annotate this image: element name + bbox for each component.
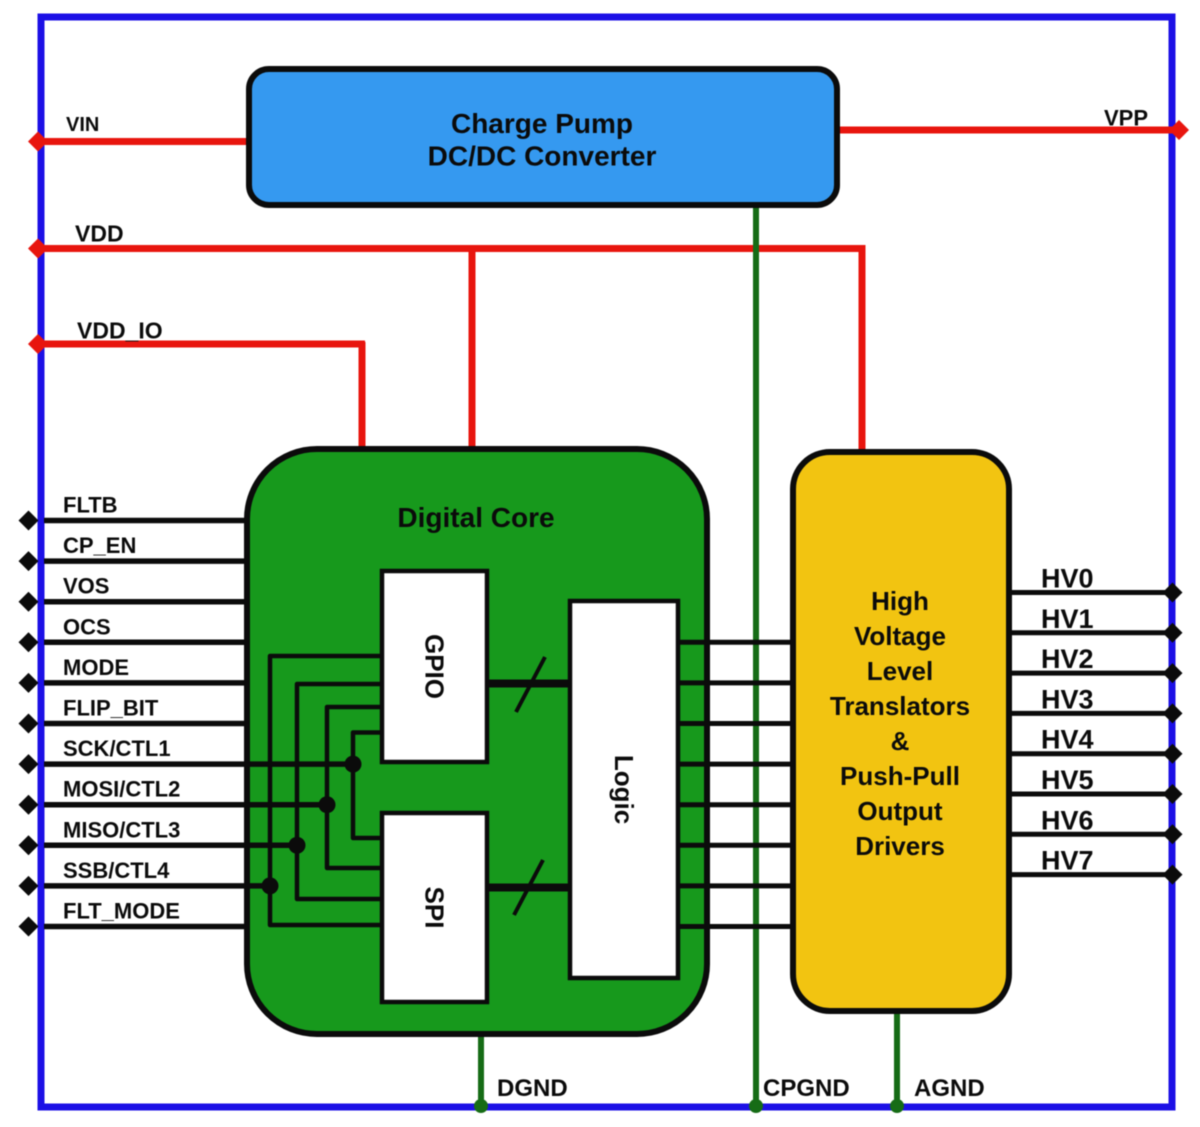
svg-text:FLTB: FLTB [63, 493, 118, 518]
svg-text:HV7: HV7 [1041, 846, 1094, 876]
svg-text:VIN: VIN [66, 114, 99, 136]
svg-text:DC/DC Converter: DC/DC Converter [428, 141, 657, 172]
svg-text:Translators: Translators [830, 691, 970, 721]
svg-text:Level: Level [867, 656, 934, 686]
svg-text:OCS: OCS [63, 614, 111, 639]
svg-text:CP_EN: CP_EN [63, 533, 136, 558]
svg-text:HV5: HV5 [1041, 765, 1094, 795]
svg-text:FLT_MODE: FLT_MODE [63, 899, 180, 924]
svg-text:MOSI/CTL2: MOSI/CTL2 [63, 777, 180, 802]
svg-text:&: & [891, 726, 910, 756]
svg-text:SPI: SPI [420, 887, 450, 929]
svg-text:CPGND: CPGND [763, 1075, 850, 1102]
svg-text:MODE: MODE [63, 655, 129, 680]
svg-text:DGND: DGND [497, 1075, 568, 1102]
svg-text:FLIP_BIT: FLIP_BIT [63, 696, 159, 721]
svg-text:VOS: VOS [63, 574, 109, 599]
svg-text:HV3: HV3 [1041, 684, 1094, 714]
svg-text:GPIO: GPIO [420, 634, 450, 699]
svg-text:VDD: VDD [75, 221, 124, 247]
svg-text:VPP: VPP [1104, 106, 1148, 131]
svg-text:HV4: HV4 [1041, 725, 1094, 755]
svg-text:HV0: HV0 [1041, 564, 1094, 594]
svg-text:HV2: HV2 [1041, 644, 1094, 674]
svg-text:SCK/CTL1: SCK/CTL1 [63, 736, 171, 761]
svg-text:Charge Pump: Charge Pump [451, 108, 633, 139]
svg-text:HV1: HV1 [1041, 604, 1094, 634]
svg-text:AGND: AGND [914, 1075, 985, 1102]
svg-text:Voltage: Voltage [854, 621, 946, 651]
svg-text:Push-Pull: Push-Pull [840, 761, 960, 791]
svg-text:MISO/CTL3: MISO/CTL3 [63, 817, 180, 842]
svg-text:HV6: HV6 [1041, 805, 1094, 835]
svg-text:Digital Core: Digital Core [397, 502, 554, 533]
svg-text:Logic: Logic [609, 755, 639, 824]
svg-text:VDD_IO: VDD_IO [77, 318, 163, 344]
svg-text:Drivers: Drivers [855, 831, 945, 861]
svg-text:SSB/CTL4: SSB/CTL4 [63, 858, 170, 883]
svg-text:Output: Output [857, 796, 943, 826]
svg-text:High: High [871, 586, 929, 616]
